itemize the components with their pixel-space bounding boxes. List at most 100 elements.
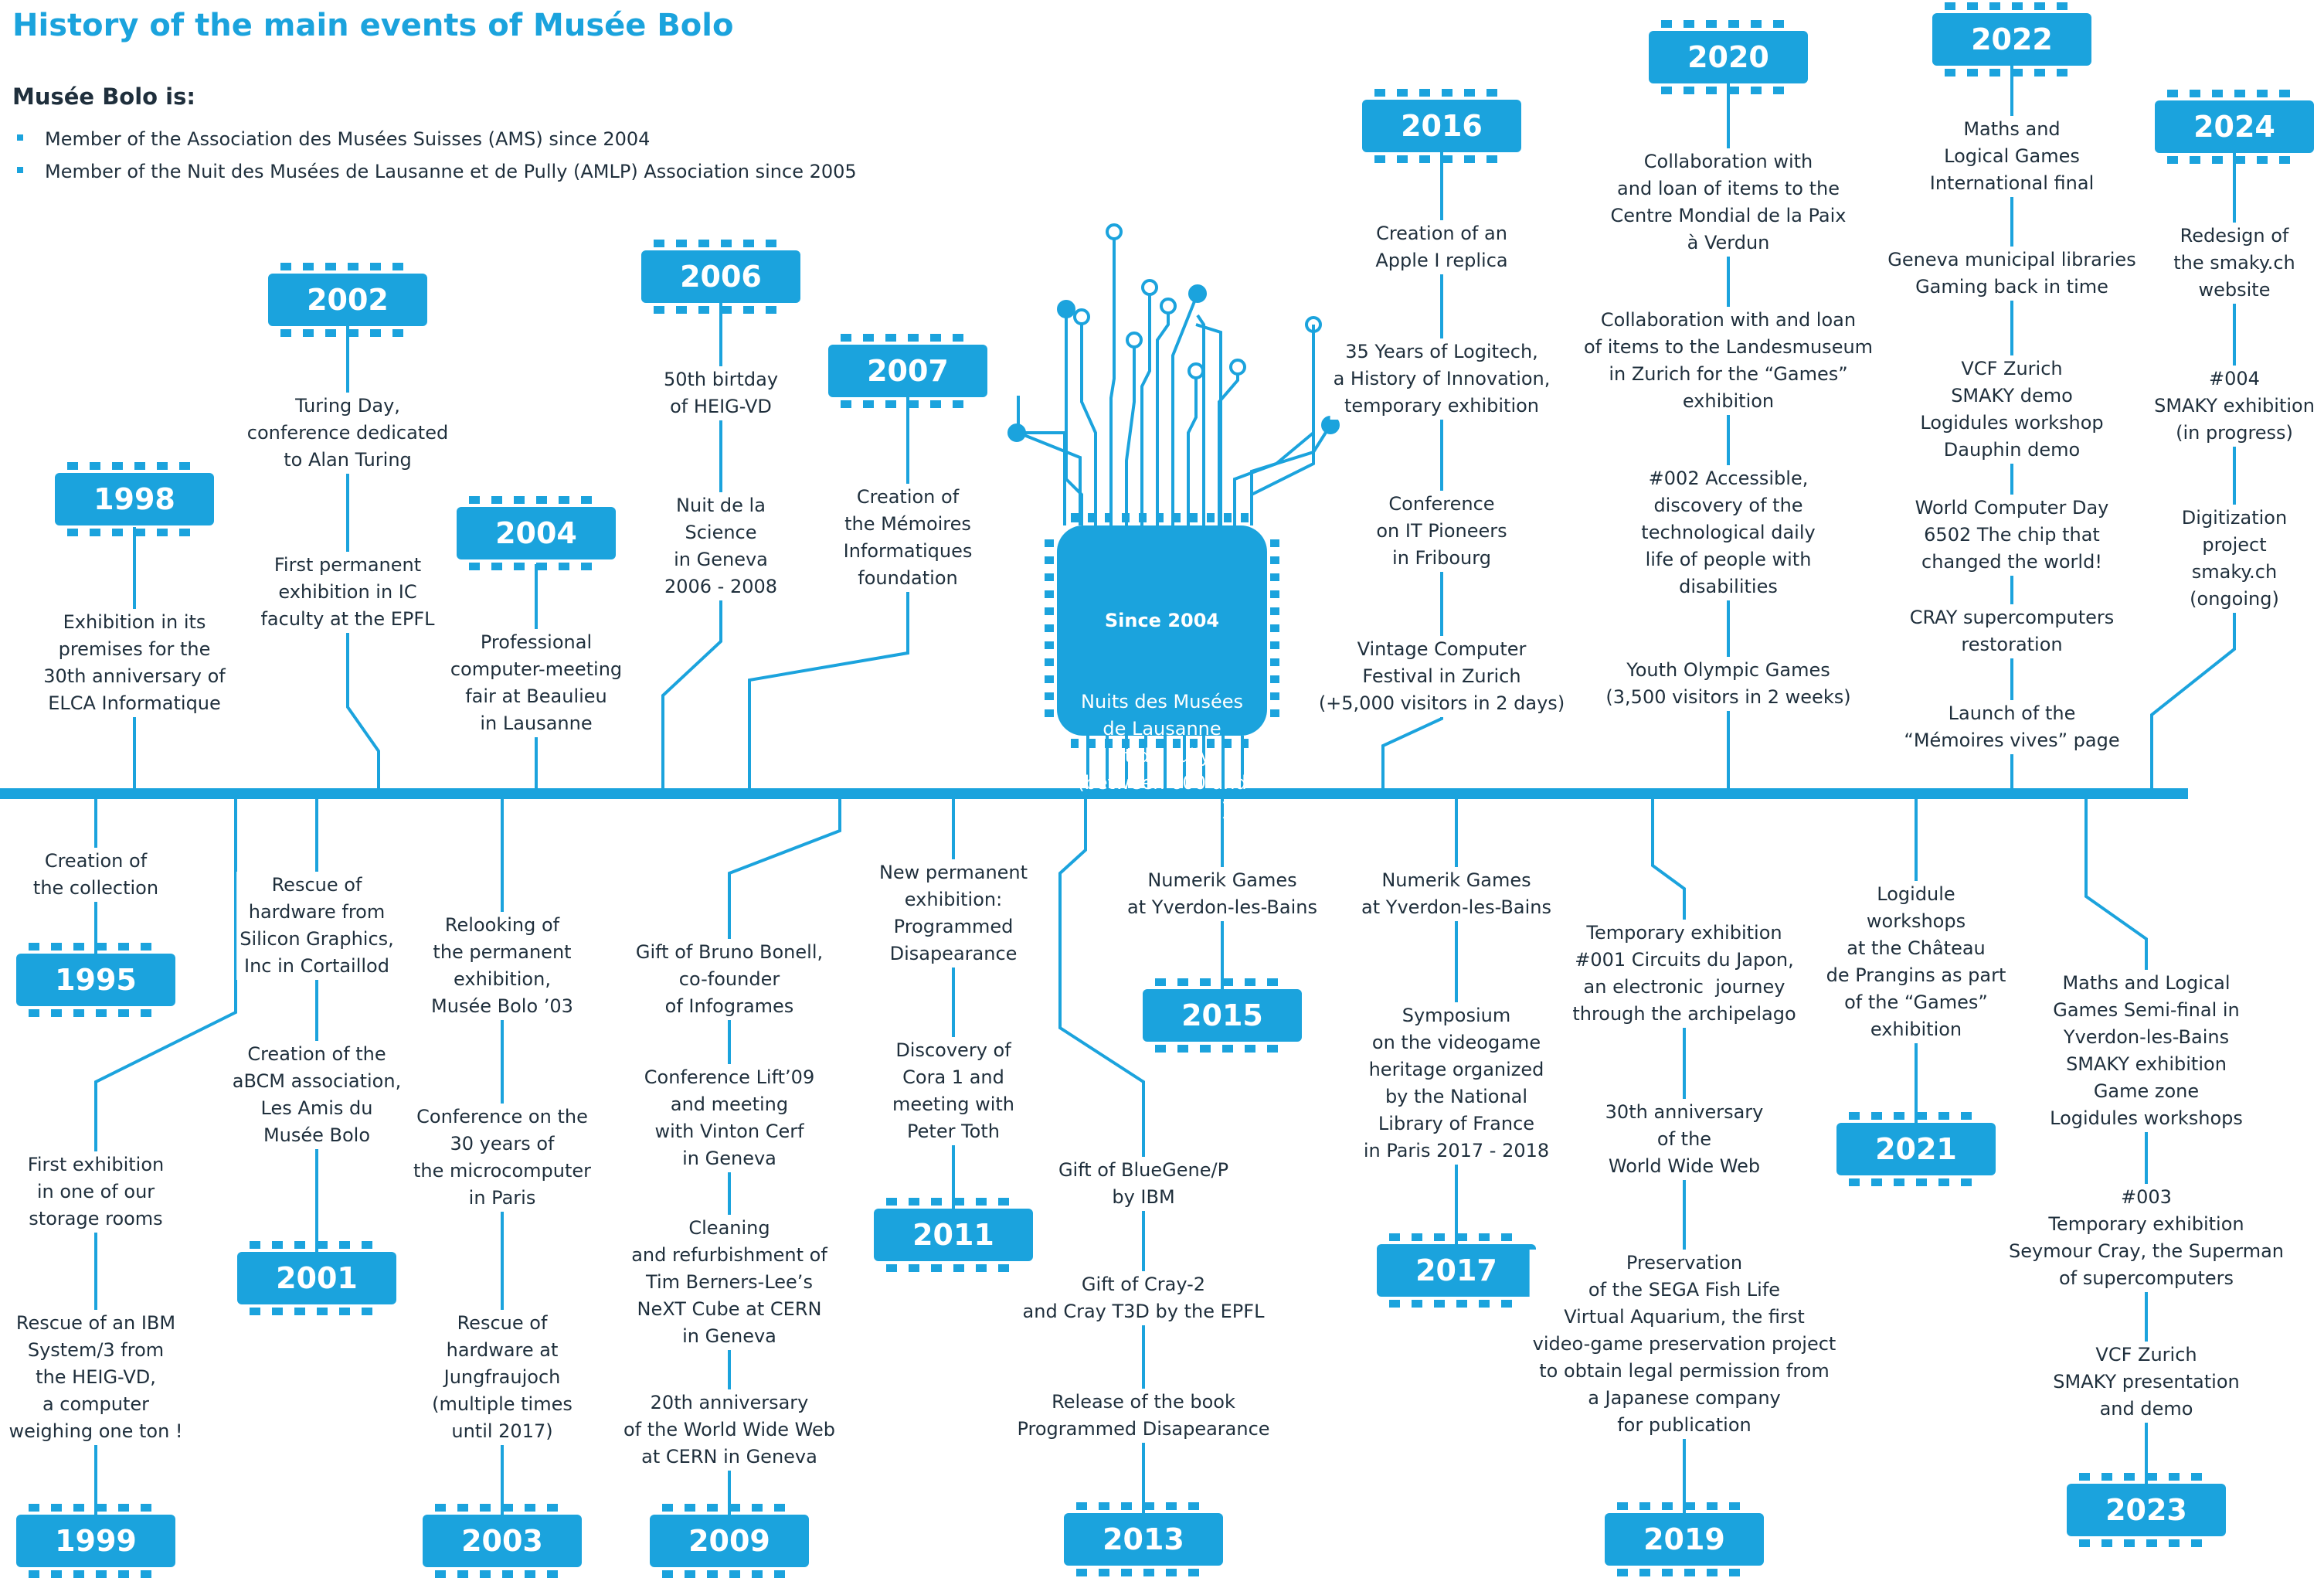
event-text: Numerik Games at Yverdon-les-Bains bbox=[1358, 867, 1554, 921]
center-chip-text: Nuits des Musées de Lausanne et de Pully… bbox=[1077, 691, 1247, 821]
circuit-trace-icon bbox=[1233, 431, 1315, 525]
year-chip: 2022 bbox=[1932, 2, 2091, 77]
circuit-trace-icon bbox=[1125, 340, 1136, 525]
event-text: Youth Olympic Games (3,500 visitors in 2… bbox=[1602, 657, 1854, 711]
intro-item: Member of the Nuit des Musées de Lausann… bbox=[17, 161, 857, 182]
connector-line bbox=[346, 326, 380, 788]
event-text: Numerik Games at Yverdon-les-Bains bbox=[1124, 867, 1320, 921]
center-chip-icon: Since 2004 Nuits des Musées de Lausanne … bbox=[1045, 513, 1279, 821]
circuit-trace-icon bbox=[1065, 309, 1083, 525]
circuit-trace-icon bbox=[1171, 293, 1199, 525]
intro-item: Member of the Association des Musées Sui… bbox=[17, 128, 650, 150]
circuit-trace-icon bbox=[1156, 306, 1170, 525]
circuit-node-icon bbox=[1160, 298, 1177, 315]
event-text: Rescue of hardware from Silicon Graphics… bbox=[236, 872, 397, 980]
event-text: First exhibition in one of our storage r… bbox=[24, 1151, 168, 1233]
event-text: Gift of Bruno Bonell, co-founder of Info… bbox=[632, 939, 827, 1020]
year-chip: 2017 bbox=[1377, 1233, 1536, 1308]
event-text: #002 Accessible, discovery of the techno… bbox=[1638, 465, 1819, 600]
event-text: Turing Day, conference dedicated to Alan… bbox=[243, 393, 452, 474]
year-chip: 2006 bbox=[641, 240, 800, 314]
event-text: Conference on the 30 years of the microc… bbox=[409, 1104, 595, 1212]
year-chip: 2007 bbox=[828, 334, 987, 408]
event-text: Gift of BlueGene/P by IBM bbox=[1055, 1157, 1232, 1211]
event-text: Conference on IT Pioneers in Fribourg bbox=[1373, 491, 1510, 572]
connector-line bbox=[1381, 152, 1443, 788]
circuit-trace-icon bbox=[1017, 396, 1082, 525]
circuit-trace-icon bbox=[1196, 314, 1205, 525]
year-chip: 2001 bbox=[237, 1241, 396, 1315]
event-text: Nuit de la Science in Geneva 2006 - 2008 bbox=[661, 492, 781, 600]
event-text: Cleaning and refurbishment of Tim Berner… bbox=[628, 1215, 831, 1350]
event-text: Collaboration with and loan of items to … bbox=[1580, 307, 1877, 415]
event-text: Release of the book Programmed Disapeara… bbox=[1014, 1389, 1273, 1443]
event-text: Rescue of hardware at Jungfraujoch (mult… bbox=[429, 1310, 576, 1445]
connector-line bbox=[728, 799, 841, 1515]
event-text: Creation of the Mémoires Informatiques f… bbox=[840, 484, 976, 592]
circuit-node-icon bbox=[1007, 423, 1026, 442]
event-text: VCF Zurich SMAKY presentation and demo bbox=[2050, 1342, 2243, 1423]
page-title: History of the main events of Musée Bolo bbox=[12, 8, 734, 43]
circuit-node-icon bbox=[1188, 284, 1207, 303]
circuit-trace-icon bbox=[1140, 287, 1151, 525]
year-chip: 2020 bbox=[1649, 20, 1808, 94]
year-chip: 2002 bbox=[268, 263, 427, 337]
year-chip: 2009 bbox=[650, 1504, 809, 1578]
event-text: Creation of an Apple I replica bbox=[1372, 220, 1511, 274]
year-chip: 2003 bbox=[423, 1504, 582, 1578]
circuit-trace-icon bbox=[1017, 431, 1066, 525]
event-text: Conference Lift’09 and meeting with Vint… bbox=[640, 1064, 818, 1172]
event-text: 50th birtday of HEIG-VD bbox=[660, 366, 782, 420]
event-text: 35 Years of Logitech, a History of Innov… bbox=[1330, 338, 1554, 420]
bullet-icon bbox=[17, 134, 23, 141]
event-text: Collaboration with and loan of items to … bbox=[1607, 148, 1850, 257]
circuit-node-icon bbox=[1229, 359, 1246, 376]
circuit-trace-icon bbox=[1195, 323, 1222, 525]
intro-heading: Musée Bolo is: bbox=[12, 83, 195, 110]
event-text: Vintage Computer Festival in Zurich (+5,… bbox=[1315, 636, 1568, 717]
event-text: Maths and Logical Games Semi-final in Yv… bbox=[2047, 970, 2246, 1132]
event-text: Creation of the aBCM association, Les Am… bbox=[229, 1041, 405, 1149]
year-chip: 1999 bbox=[16, 1504, 175, 1578]
circuit-node-icon bbox=[1321, 416, 1340, 434]
connector-line bbox=[661, 303, 722, 788]
event-text: Launch of the “Mémoires vives” page bbox=[1901, 700, 2123, 754]
event-text: Temporary exhibition #001 Circuits du Ja… bbox=[1569, 920, 1799, 1028]
event-text: #003 Temporary exhibition Seymour Cray, … bbox=[2006, 1184, 2287, 1292]
circuit-trace-icon bbox=[1109, 232, 1116, 525]
event-text: CRAY supercomputers restoration bbox=[1906, 604, 2118, 658]
year-chip: 2013 bbox=[1064, 1502, 1223, 1576]
circuit-node-icon bbox=[1187, 362, 1204, 379]
event-text: Geneva municipal libraries Gaming back i… bbox=[1884, 247, 2139, 301]
event-text: Redesign of the smaky.ch website bbox=[2170, 223, 2299, 304]
year-chip: 2021 bbox=[1836, 1112, 1996, 1186]
circuit-trace-icon bbox=[1250, 325, 1315, 525]
event-text: Preservation of the SEGA Fish Life Virtu… bbox=[1529, 1250, 1840, 1439]
event-text: Gift of Cray-2 and Cray T3D by the EPFL bbox=[1019, 1271, 1268, 1325]
intro-item-text: Member of the Association des Musées Sui… bbox=[45, 128, 651, 150]
year-chip: 2023 bbox=[2067, 1473, 2226, 1547]
event-text: Digitization project smaky.ch (ongoing) bbox=[2178, 505, 2291, 613]
event-text: 20th anniversary of the World Wide Web a… bbox=[620, 1389, 839, 1471]
connector-line bbox=[1651, 799, 1686, 1513]
event-text: Symposium on the videogame heritage orga… bbox=[1360, 1002, 1553, 1165]
event-text: Professional computer-meeting fair at Be… bbox=[447, 629, 626, 737]
year-chip: 1998 bbox=[55, 462, 214, 536]
circuit-trace-icon bbox=[1187, 371, 1198, 525]
timeline-bar bbox=[0, 788, 2188, 799]
event-text: World Computer Day 6502 The chip that ch… bbox=[1911, 495, 2112, 576]
year-chip: 2019 bbox=[1605, 1502, 1764, 1576]
circuit-node-icon bbox=[1126, 332, 1143, 349]
event-text: Logidule workshops at the Château de Pra… bbox=[1823, 881, 2010, 1043]
center-chip-year: Since 2004 bbox=[1104, 610, 1220, 631]
event-text: VCF Zurich SMAKY demo Logidules workshop… bbox=[1917, 355, 2107, 464]
event-text: Exhibition in its premises for the 30th … bbox=[40, 609, 229, 717]
event-text: Rescue of an IBM System/3 from the HEIG-… bbox=[5, 1310, 186, 1445]
year-chip: 2016 bbox=[1362, 89, 1521, 163]
year-chip: 2004 bbox=[457, 496, 616, 570]
event-text: #004 SMAKY exhibition (in progress) bbox=[2151, 366, 2318, 447]
circuit-node-icon bbox=[1106, 223, 1123, 240]
bullet-icon bbox=[17, 167, 23, 173]
event-text: First permanent exhibition in IC faculty… bbox=[257, 552, 438, 633]
